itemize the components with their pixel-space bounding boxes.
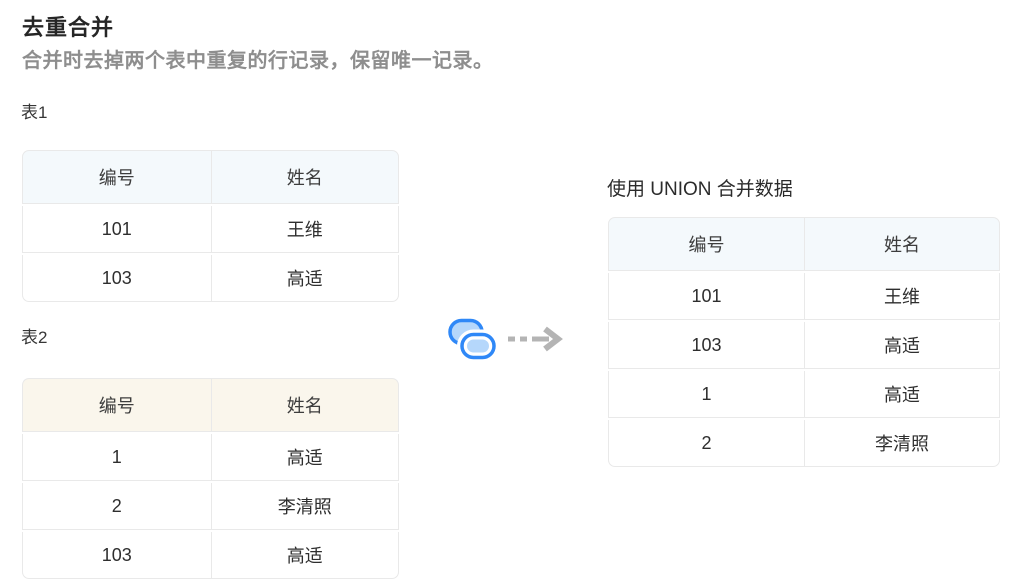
- table-cell: 李清照: [210, 483, 399, 530]
- table-cell: 103: [22, 532, 211, 579]
- column-header: 姓名: [210, 378, 399, 432]
- column-header: 编号: [22, 150, 211, 204]
- table-header-row: 编号姓名: [22, 150, 399, 204]
- dashed-arrow-right-icon: [508, 326, 563, 352]
- table-cell: 王维: [210, 206, 399, 253]
- table-cell: 2: [608, 420, 804, 467]
- table-cell: 王维: [804, 273, 1000, 320]
- table-cell: 李清照: [804, 420, 1000, 467]
- table-cell: 2: [22, 483, 211, 530]
- table-cell: 高适: [804, 371, 1000, 418]
- page-subtitle: 合并时去掉两个表中重复的行记录，保留唯一记录。: [22, 50, 494, 72]
- table2-label: 表2: [21, 328, 48, 347]
- table-cell: 高适: [210, 532, 399, 579]
- column-header: 编号: [608, 217, 804, 271]
- column-header: 编号: [22, 378, 211, 432]
- table-cell: 1: [608, 371, 804, 418]
- union-merge-icon: [446, 313, 499, 365]
- table-cell: 101: [608, 273, 804, 320]
- table-cell: 高适: [210, 255, 399, 302]
- table-cell: 103: [608, 322, 804, 369]
- column-header: 姓名: [804, 217, 1000, 271]
- table-cell: 1: [22, 434, 211, 481]
- table-cell: 103: [22, 255, 211, 302]
- union-overlapping-pills-icon: [448, 318, 499, 363]
- column-header: 姓名: [210, 150, 399, 204]
- flow-arrow: [507, 325, 563, 353]
- table-header-row: 编号姓名: [608, 217, 1000, 271]
- result-table-label: 使用 UNION 合并数据: [607, 179, 793, 200]
- table-cell: 101: [22, 206, 211, 253]
- table-cell: 高适: [804, 322, 1000, 369]
- table1-label: 表1: [21, 103, 48, 122]
- page-title: 去重合并: [22, 15, 115, 40]
- table-cell: 高适: [210, 434, 399, 481]
- table-header-row: 编号姓名: [22, 378, 399, 432]
